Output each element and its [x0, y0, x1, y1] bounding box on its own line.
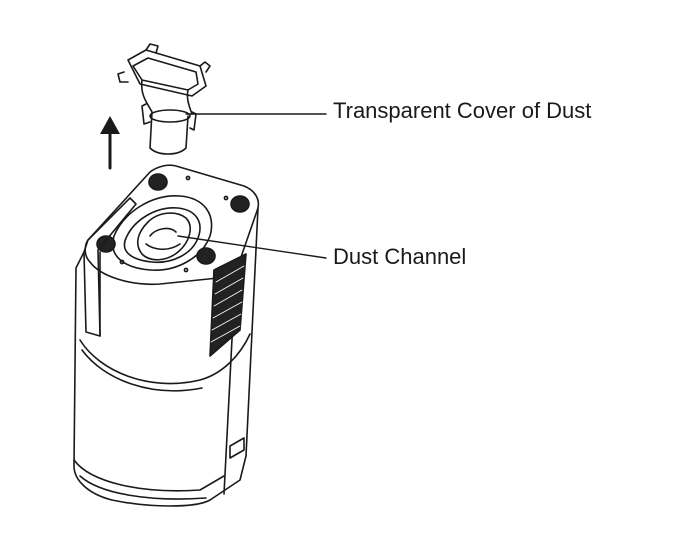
transparent-cover-part [117, 43, 211, 155]
arrow-up-icon [100, 116, 120, 170]
label-dust-channel: Dust Channel [333, 244, 467, 269]
device-body [73, 164, 260, 507]
label-transparent-cover-of-dust: Transparent Cover of Dust [333, 98, 592, 123]
leader-line-channel [177, 235, 327, 259]
